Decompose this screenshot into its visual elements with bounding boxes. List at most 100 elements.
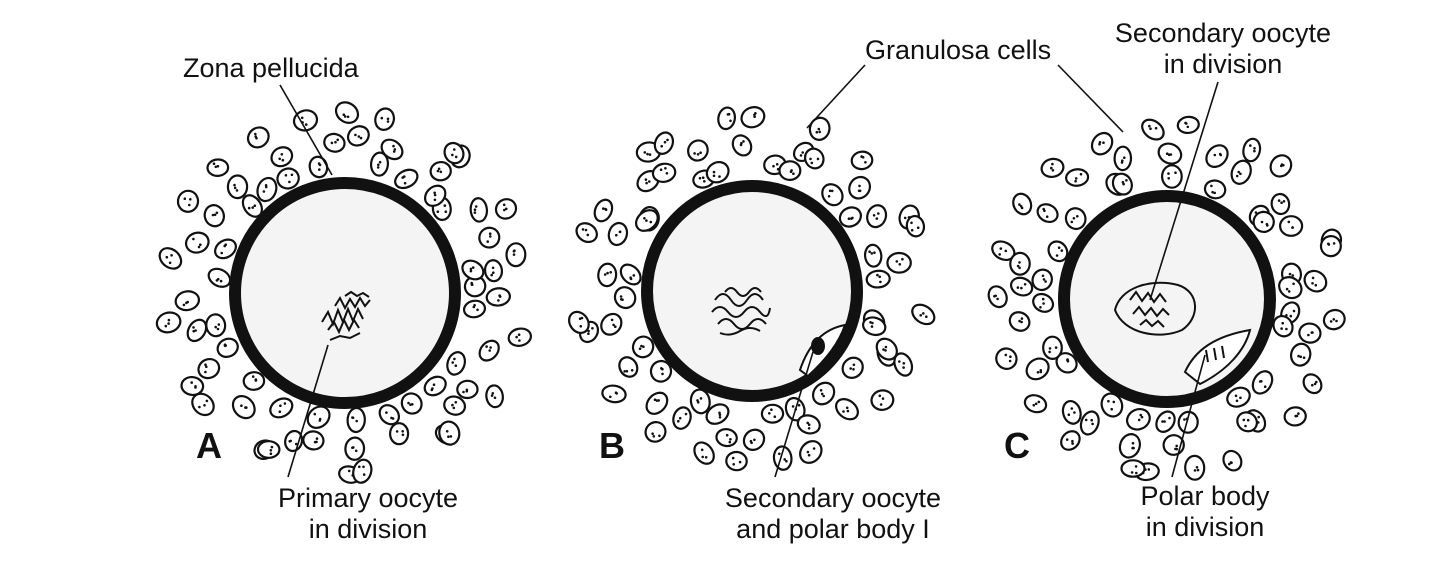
granulosa-cell <box>796 414 821 435</box>
granulosa-cell <box>886 251 912 274</box>
granulosa-cell <box>1042 335 1063 360</box>
granulosa-cell <box>742 428 766 451</box>
granulosa-cell <box>203 204 225 228</box>
granulosa-cell <box>456 379 479 400</box>
granulosa-cell <box>601 384 627 404</box>
granulosa-cell <box>1157 142 1183 165</box>
granulosa-cell <box>613 286 637 310</box>
granulosa-cell <box>256 176 278 203</box>
granulosa-cell <box>302 430 325 451</box>
granulosa-cell <box>1009 251 1031 276</box>
granulosa-cell <box>461 259 485 281</box>
granulosa-cells-layer <box>155 101 1346 484</box>
granulosa-cell <box>1272 314 1294 338</box>
label-secondary-oocyte-polar-body-line2: and polar body I <box>736 514 930 544</box>
granulosa-cell <box>1141 118 1165 141</box>
panel-label-a: A <box>196 425 222 466</box>
zona-pellucida-b <box>641 180 863 402</box>
granulosa-cell <box>270 146 294 168</box>
label-primary-oocyte-line1: Primary oocyte <box>277 483 459 513</box>
granulosa-cell <box>1270 192 1291 216</box>
granulosa-cell <box>705 160 730 184</box>
granulosa-cell <box>778 160 802 182</box>
granulosa-cell <box>323 132 346 153</box>
granulosa-cell <box>649 359 673 383</box>
granulosa-cell <box>478 339 500 362</box>
granulosa-cell <box>216 337 239 358</box>
granulosa-cell <box>1090 131 1114 156</box>
granulosa-cell <box>1269 154 1293 178</box>
granulosa-cell <box>575 222 598 244</box>
granulosa-cell <box>893 352 914 377</box>
granulosa-cell <box>866 204 888 229</box>
label-polar-body-in-division-line1: Polar body <box>1140 481 1270 511</box>
granulosa-cell <box>687 139 709 162</box>
granulosa-cell <box>485 287 511 307</box>
label-primary-oocyte-line2: in division <box>308 514 428 544</box>
granulosa-cell <box>1252 210 1275 234</box>
granulosa-cell <box>438 420 461 446</box>
granulosa-cell <box>848 175 872 200</box>
granulosa-cell <box>821 183 844 207</box>
label-polar-body-in-division: Polar body in division <box>1125 481 1285 543</box>
granulosa-cell <box>1236 411 1258 433</box>
granulosa-cell <box>635 209 659 232</box>
granulosa-cell <box>334 101 360 124</box>
leader-secondary-oocyte-b <box>774 351 814 478</box>
granulosa-cell <box>717 106 737 131</box>
label-primary-oocyte: Primary oocyte in division <box>262 483 474 545</box>
granulosa-cell <box>1302 373 1323 395</box>
granulosa-cell <box>197 357 221 380</box>
leader-granulosa-b <box>806 64 866 129</box>
granulosa-cell <box>423 184 447 207</box>
granulosa-cell <box>207 267 232 288</box>
granulosa-cell <box>306 405 331 429</box>
granulosa-cell <box>346 406 366 434</box>
granulosa-cell <box>1184 454 1206 481</box>
leader-lines <box>279 64 1219 478</box>
granulosa-cell <box>1319 235 1342 258</box>
granulosa-cell <box>1113 145 1133 172</box>
granulosa-cell <box>231 395 256 420</box>
granulosa-cell <box>1278 276 1303 300</box>
leader-zona-pellucida <box>279 84 333 176</box>
oocyte-c <box>1058 190 1276 408</box>
granulosa-cell <box>205 313 227 338</box>
granulosa-cell <box>850 150 874 171</box>
granulosa-cell <box>1065 168 1090 187</box>
granulosa-cell <box>631 335 655 359</box>
granulosa-cell <box>835 398 859 421</box>
label-secondary-oocyte-in-division: Secondary oocyte in division <box>1096 18 1350 80</box>
granulosa-cell <box>1025 357 1050 381</box>
granulosa-cell <box>987 285 1008 309</box>
granulosa-cell <box>607 221 629 247</box>
panel-label-c: C <box>1004 425 1030 466</box>
granulosa-cell <box>1303 269 1328 293</box>
granulosa-cell <box>369 151 390 177</box>
granulosa-cell <box>1289 342 1312 367</box>
granulosa-cell <box>1251 370 1274 395</box>
granulosa-cell <box>645 391 669 415</box>
granulosa-cell <box>1047 240 1069 263</box>
granulosa-cell <box>1176 115 1200 135</box>
granulosa-cell <box>593 198 614 223</box>
granulosa-cell <box>443 141 465 165</box>
granulosa-cell <box>214 238 237 260</box>
granulosa-cell <box>352 458 373 484</box>
polar-body-one-b <box>811 337 825 355</box>
granulosa-cell <box>346 125 370 147</box>
granulosa-cell <box>1009 276 1034 297</box>
granulosa-cell <box>256 440 281 459</box>
granulosa-cell <box>651 162 677 184</box>
zona-pellucida-c <box>1058 190 1276 408</box>
granulosa-cell <box>1079 410 1100 436</box>
granulosa-cell <box>1155 410 1176 433</box>
granulosa-cell <box>158 247 183 270</box>
primary-oocyte-chromosomes-a <box>321 290 371 341</box>
granulosa-cell <box>1064 207 1087 231</box>
granulosa-cell <box>618 356 639 378</box>
granulosa-cell <box>1036 203 1059 224</box>
granulosa-cell <box>672 406 692 430</box>
granulosa-cell <box>875 337 898 361</box>
granulosa-cell <box>478 226 501 249</box>
